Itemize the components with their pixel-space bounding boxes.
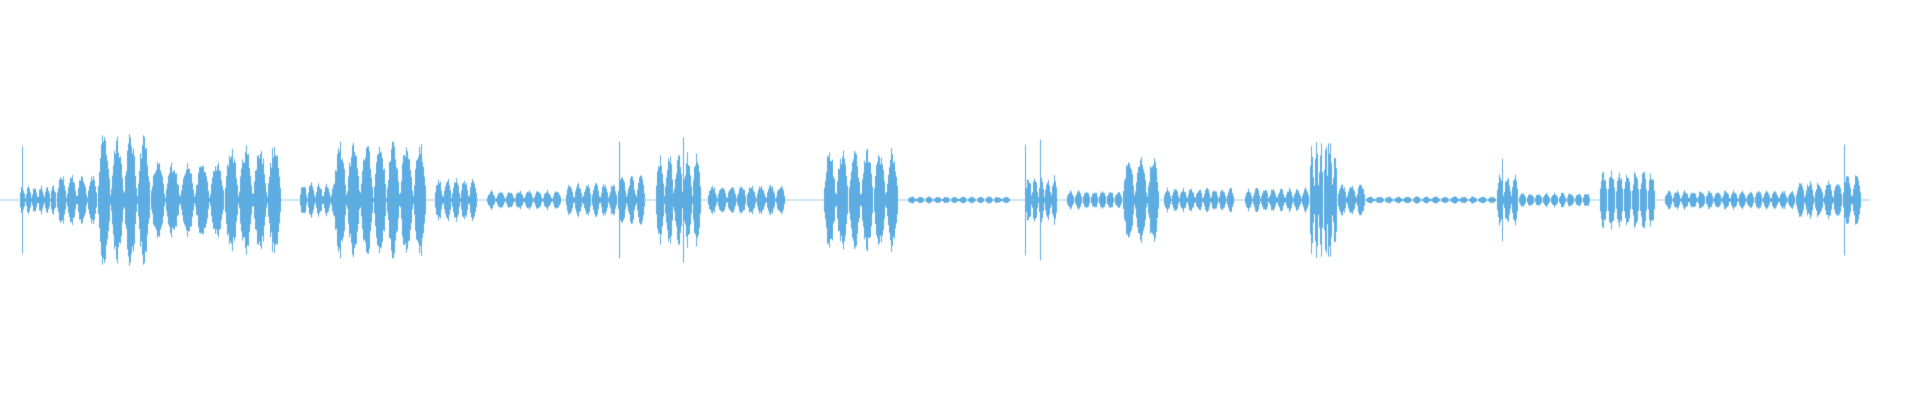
audio-waveform[interactable] bbox=[0, 0, 1920, 400]
waveform-panel bbox=[0, 0, 1920, 400]
